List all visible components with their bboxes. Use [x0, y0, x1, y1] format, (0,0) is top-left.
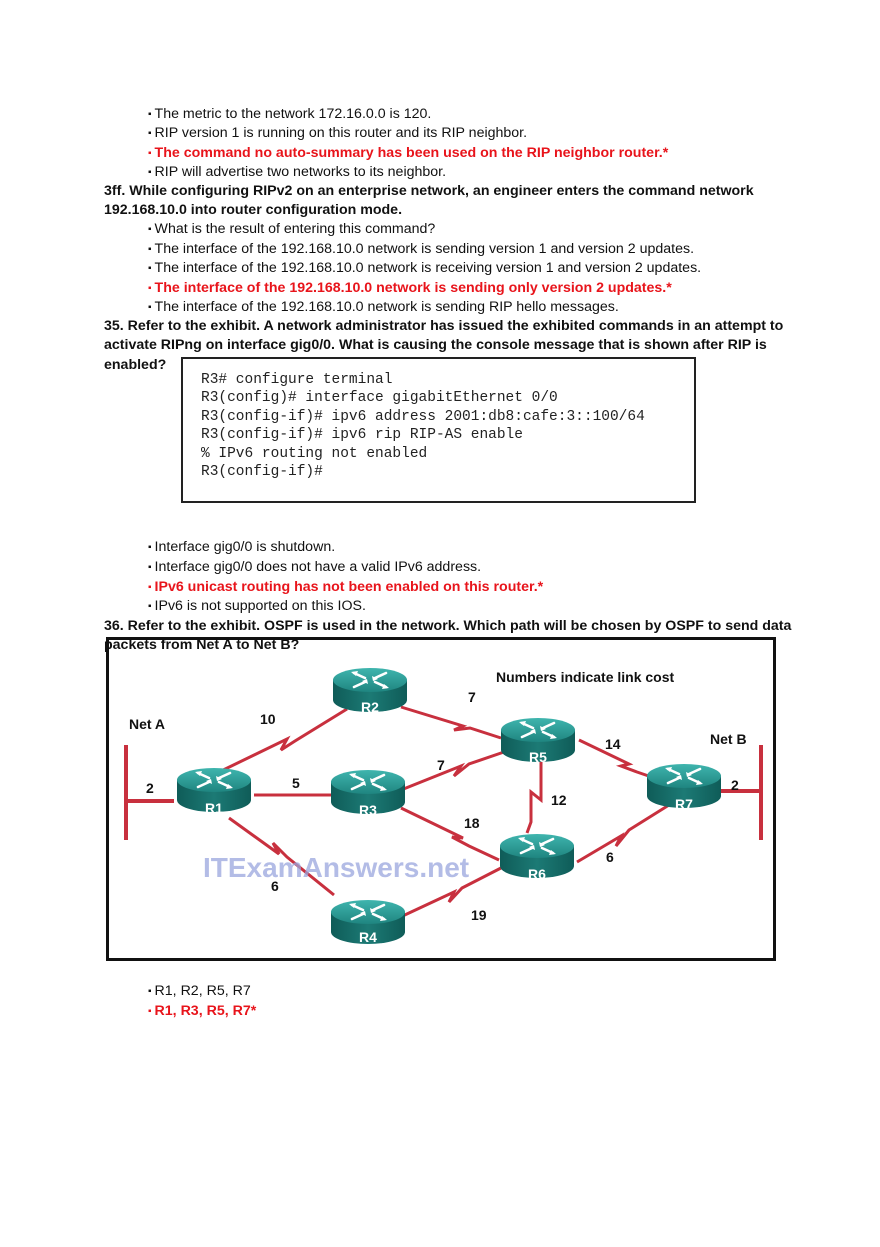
q35-option-2: Interface gig0/0 does not have a valid I…	[148, 558, 482, 578]
question-36-line-2: packets from Net A to Net B?	[104, 637, 300, 653]
svg-text:R4: R4	[359, 929, 377, 945]
q3ff-option-4: The interface of the 192.168.10.0 networ…	[148, 298, 619, 318]
cost-r5-r7: 14	[605, 736, 621, 752]
diagram-caption: Numbers indicate link cost	[496, 669, 674, 685]
net-a-label: Net A	[129, 716, 165, 732]
q34-option-4: RIP will advertise two networks to its n…	[148, 163, 447, 183]
question-35-line-2: activate RIPng on interface gig0/0. What…	[104, 337, 767, 353]
cost-r4-r6: 19	[471, 907, 487, 923]
cost-r1-r3: 5	[292, 775, 300, 791]
router-r7: R7	[645, 762, 723, 812]
cost-r1-r4: 6	[271, 878, 279, 894]
net-b-label: Net B	[710, 731, 747, 747]
net-segments	[124, 745, 763, 840]
terminal-exhibit: R3# configure terminal R3(config)# inter…	[181, 357, 696, 503]
question-36-line-1: 36. Refer to the exhibit. OSPF is used i…	[104, 618, 792, 634]
terminal-line-5: % IPv6 routing not enabled	[201, 446, 428, 462]
router-r6: R6	[498, 832, 576, 882]
question-3ff-line-2: 192.168.10.0 into router configuration m…	[104, 202, 403, 218]
network-links	[216, 705, 670, 922]
terminal-line-3: R3(config-if)# ipv6 address 2001:db8:caf…	[201, 409, 645, 425]
cost-r6-r7: 6	[606, 849, 614, 865]
q3ff-option-2: The interface of the 192.168.10.0 networ…	[148, 259, 702, 279]
router-r5: R5	[499, 716, 577, 765]
q3ff-option-3-correct: The interface of the 192.168.10.0 networ…	[148, 279, 672, 299]
terminal-line-6: R3(config-if)#	[201, 464, 323, 480]
cost-r7-netb: 2	[731, 777, 739, 793]
svg-text:R1: R1	[205, 800, 223, 816]
cost-neta-r1: 2	[146, 780, 154, 796]
terminal-line-4: R3(config-if)# ipv6 rip RIP-AS enable	[201, 427, 523, 443]
router-r1: R1	[175, 766, 253, 816]
q35-option-4: IPv6 is not supported on this IOS.	[148, 597, 366, 617]
router-r3: R3	[329, 768, 407, 818]
question-35-line-1: 35. Refer to the exhibit. A network admi…	[104, 318, 784, 334]
terminal-line-2: R3(config)# interface gigabitEthernet 0/…	[201, 390, 558, 406]
svg-text:R2: R2	[361, 699, 379, 715]
q35-option-3-correct: IPv6 unicast routing has not been enable…	[148, 578, 544, 598]
q34-option-1: The metric to the network 172.16.0.0 is …	[148, 105, 432, 125]
svg-text:R5: R5	[529, 749, 547, 765]
cost-r2-r5: 7	[468, 689, 476, 705]
q34-option-2: RIP version 1 is running on this router …	[148, 124, 528, 144]
q36-option-2-correct: R1, R3, R5, R7*	[148, 1002, 257, 1022]
cost-r1-r2: 10	[260, 711, 276, 727]
svg-text:R6: R6	[528, 866, 546, 882]
cost-r3-r5: 7	[437, 757, 445, 773]
q3ff-prompt: What is the result of entering this comm…	[148, 220, 436, 240]
cost-r5-r6: 12	[551, 792, 567, 808]
q35-option-1: Interface gig0/0 is shutdown.	[148, 538, 336, 558]
svg-text:R3: R3	[359, 802, 377, 818]
network-diagram: R2 R5 R1 R3 R7 R6	[124, 666, 763, 946]
question-35-line-3: enabled?	[104, 357, 167, 373]
q3ff-option-1: The interface of the 192.168.10.0 networ…	[148, 240, 694, 260]
q36-option-1: R1, R2, R5, R7	[148, 982, 251, 1002]
router-r4: R4	[329, 898, 407, 946]
terminal-line-1: R3# configure terminal	[201, 372, 393, 388]
svg-text:R7: R7	[675, 796, 693, 812]
watermark: ITExamAnswers.net	[203, 852, 469, 883]
network-diagram-exhibit: R2 R5 R1 R3 R7 R6	[106, 637, 776, 961]
question-3ff-line-1: 3ff. While configuring RIPv2 on an enter…	[104, 183, 754, 199]
cost-r3-r6: 18	[464, 815, 480, 831]
q34-option-3-correct: The command no auto-summary has been use…	[148, 144, 669, 164]
router-r2: R2	[331, 666, 409, 715]
